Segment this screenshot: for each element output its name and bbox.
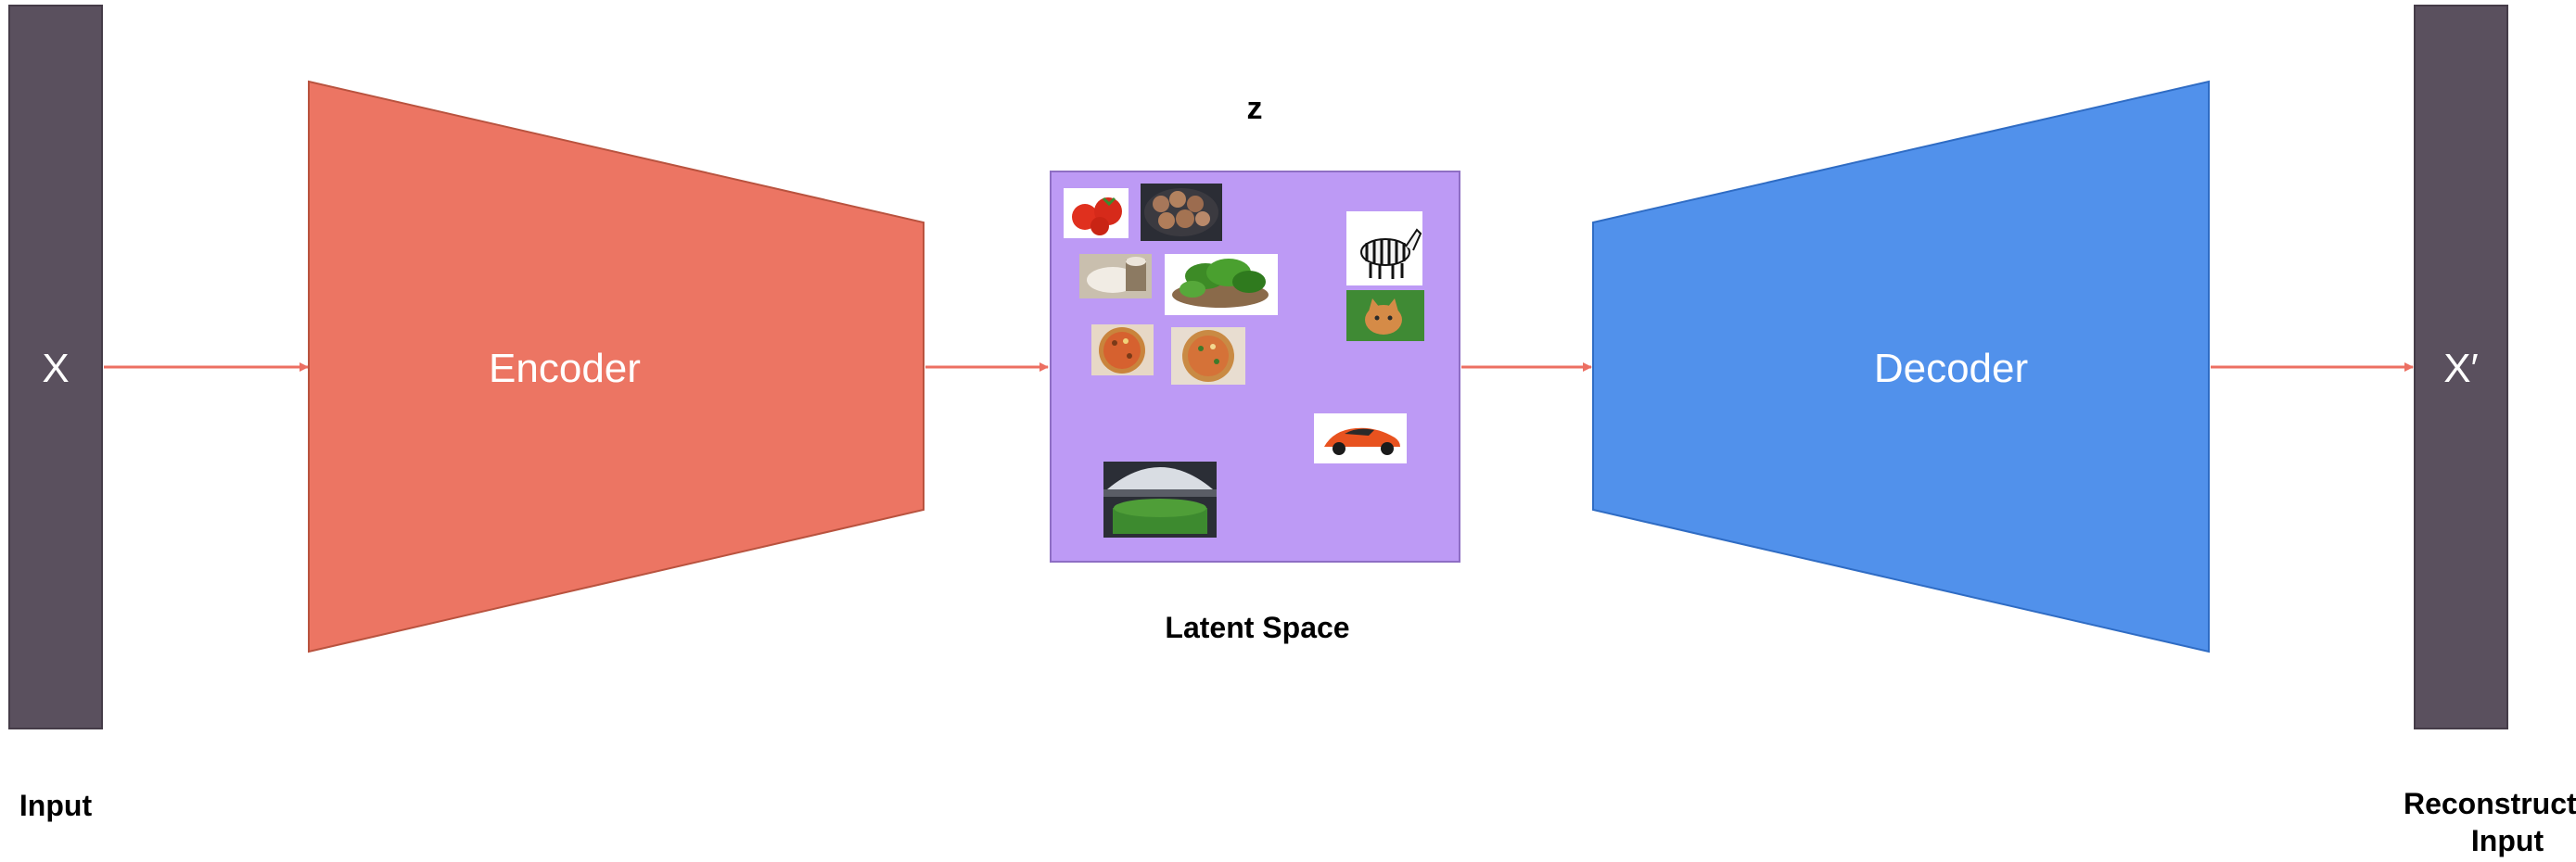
flour-photo bbox=[1079, 254, 1152, 298]
latent-space-box bbox=[1050, 171, 1460, 563]
cat-photo bbox=[1346, 290, 1424, 341]
output-symbol: X′ bbox=[2443, 346, 2479, 391]
latent-caption: Latent Space bbox=[1165, 611, 1349, 644]
input-bar: X bbox=[8, 5, 103, 729]
decoder-label: Decoder bbox=[1874, 346, 2028, 391]
spinach-bowl-photo bbox=[1165, 254, 1278, 315]
output-bar: X′ bbox=[2414, 5, 2508, 729]
latent-symbol: z bbox=[1247, 91, 1263, 126]
pizza-photo-2 bbox=[1171, 327, 1245, 385]
stadium-photo bbox=[1103, 462, 1217, 538]
sports-car-photo bbox=[1314, 413, 1407, 463]
decoder-block: Decoder bbox=[1592, 80, 2210, 653]
output-caption-line2: Input bbox=[2471, 824, 2544, 857]
zebra-photo bbox=[1346, 211, 1422, 285]
output-caption-line1: Reconstructed bbox=[2404, 787, 2576, 820]
input-symbol: X bbox=[42, 346, 69, 391]
input-caption: Input bbox=[19, 789, 93, 822]
tomatoes-photo bbox=[1064, 188, 1129, 238]
encoder-label: Encoder bbox=[489, 346, 641, 391]
pizza-photo-1 bbox=[1091, 324, 1154, 375]
potatoes-photo bbox=[1141, 184, 1222, 241]
encoder-block: Encoder bbox=[308, 80, 925, 653]
